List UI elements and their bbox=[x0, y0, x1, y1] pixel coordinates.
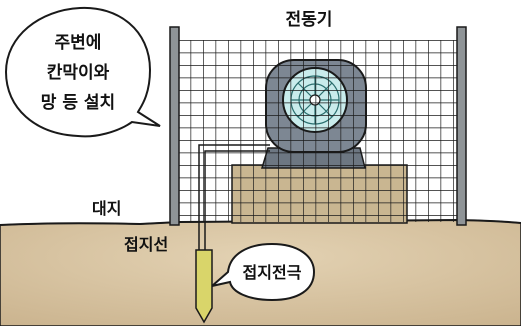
ground-electrode bbox=[195, 249, 213, 324]
fence-callout-text-line3: 망 등 설치 bbox=[41, 93, 115, 113]
fence-post-right bbox=[456, 26, 467, 226]
fence-callout-text-line2: 칸막이와 bbox=[47, 63, 110, 83]
fence-callout-text-line1: 주변에 bbox=[55, 33, 102, 53]
fence-post-left bbox=[169, 26, 180, 226]
ground-electrode-label: 접지전극 bbox=[243, 263, 302, 282]
fence-mesh bbox=[178, 40, 460, 222]
motor-label: 전동기 bbox=[286, 10, 333, 30]
ground-label: 대지 bbox=[92, 199, 121, 218]
ground-surface-line bbox=[0, 218, 521, 226]
electrode-callout-bubble bbox=[211, 242, 316, 302]
ground-wire-label: 접지선 bbox=[124, 235, 168, 254]
fence-callout-bubble bbox=[4, 6, 161, 138]
